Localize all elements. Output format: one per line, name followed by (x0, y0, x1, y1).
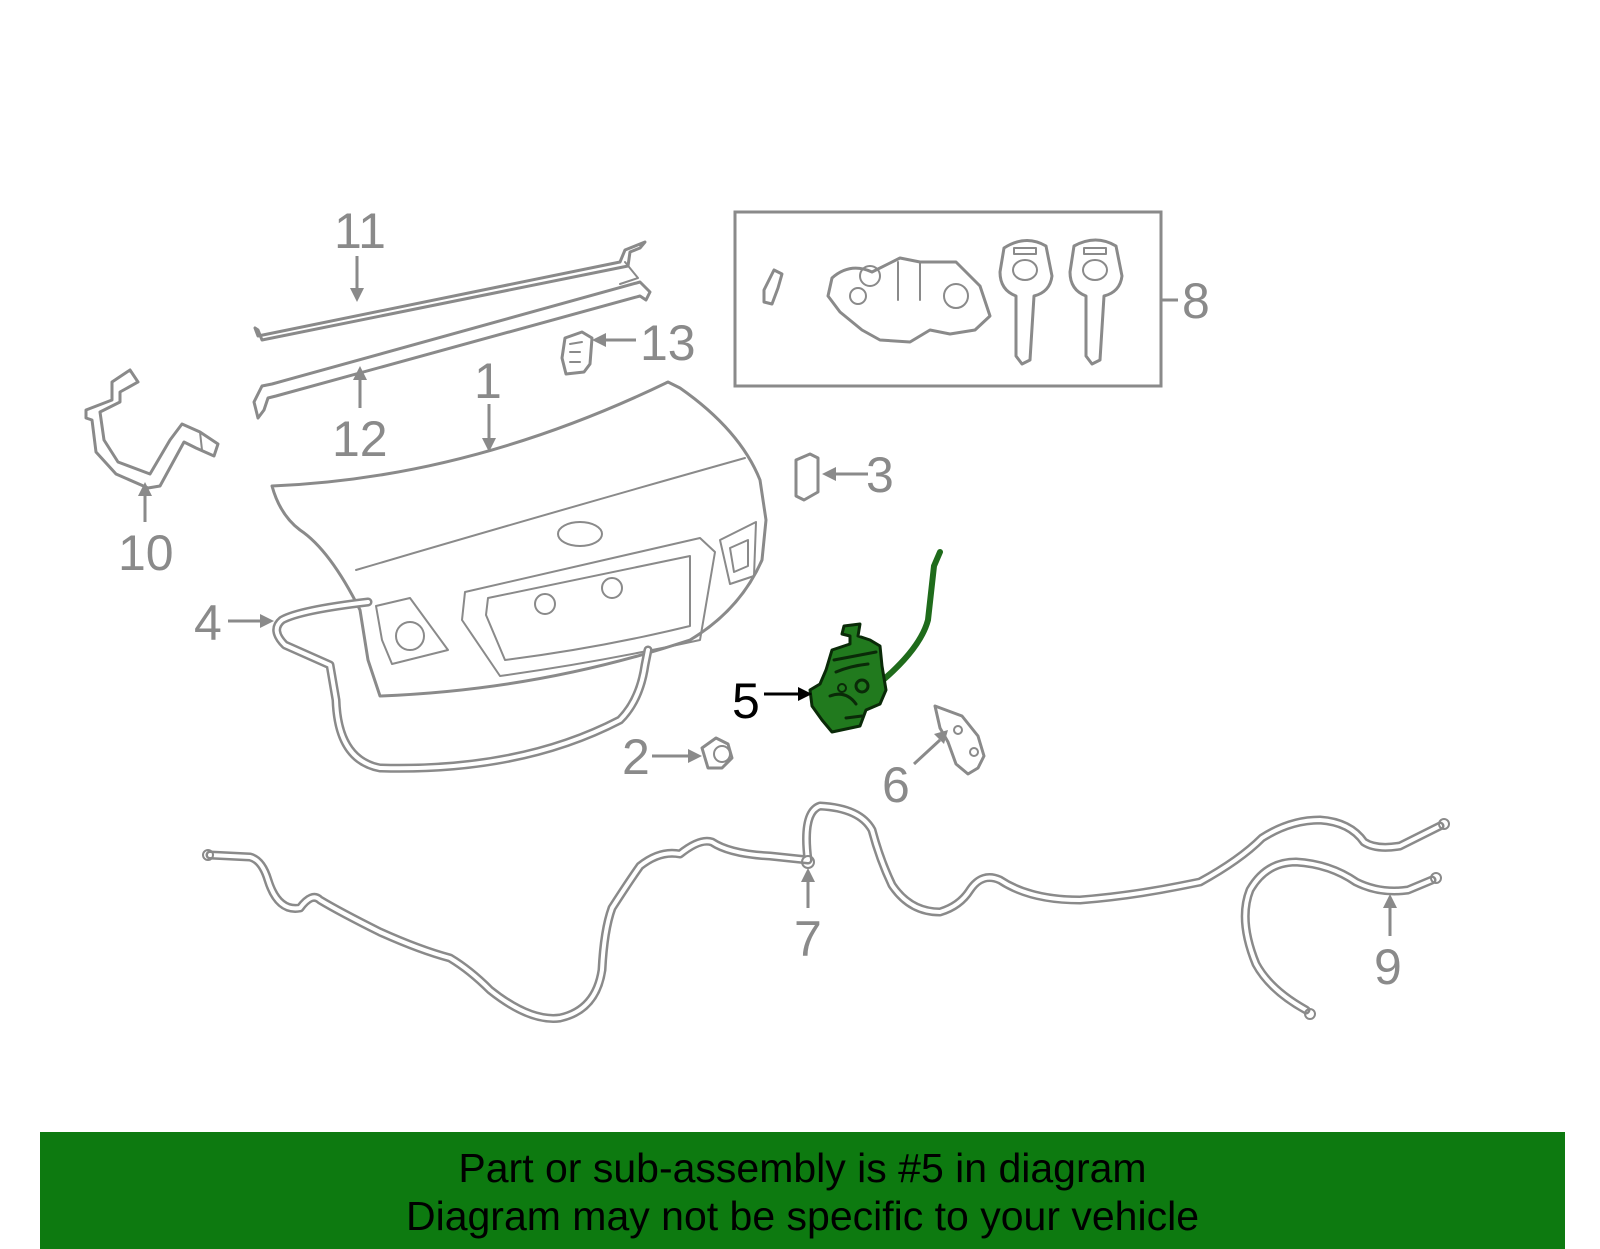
part-12-torsion-rod (252, 280, 652, 420)
leader-6 (912, 730, 948, 766)
leader-12 (353, 366, 367, 408)
leader-3 (822, 467, 868, 481)
part-8-cylinder-key-set (733, 210, 1163, 388)
leader-10 (138, 482, 152, 522)
leader-11 (350, 256, 364, 302)
part-11-torsion-rod (253, 240, 647, 342)
callout-9: 9 (1374, 939, 1402, 995)
leader-1 (482, 404, 496, 452)
leader-9 (1383, 894, 1397, 936)
part-4-weatherstrip (272, 597, 653, 773)
leader-5 (764, 687, 812, 701)
part-2-grommet (700, 736, 734, 770)
leader-13 (592, 333, 636, 347)
part-13-bracket (560, 330, 594, 376)
callout-5: 5 (732, 673, 760, 729)
callout-2: 2 (622, 729, 650, 785)
part-10-hinge (84, 368, 220, 490)
part-5-trunk-lock-highlighted (808, 549, 943, 734)
leader-4 (228, 614, 274, 628)
leader-2 (652, 749, 702, 763)
callout-13: 13 (640, 315, 696, 371)
part-3-block (794, 452, 820, 502)
callout-8: 8 (1182, 273, 1210, 329)
callout-10: 10 (118, 525, 174, 581)
callout-11: 11 (334, 203, 386, 259)
footer-banner: Part or sub-assembly is #5 in diagram Di… (40, 1132, 1565, 1249)
leader-7 (801, 868, 815, 908)
callout-1: 1 (474, 353, 502, 409)
callout-6: 6 (882, 757, 910, 813)
callout-4: 4 (194, 595, 222, 651)
part-1-trunk-lid (270, 380, 768, 698)
callout-12: 12 (332, 411, 388, 467)
banner-part-note: Part or sub-assembly is #5 in diagram (458, 1145, 1147, 1191)
callout-3: 3 (866, 447, 894, 503)
callout-7: 7 (794, 911, 822, 967)
banner-disclaimer: Diagram may not be specific to your vehi… (405, 1193, 1199, 1239)
part-7-release-cable (202, 801, 1450, 1023)
part-9-cable (1240, 857, 1442, 1020)
